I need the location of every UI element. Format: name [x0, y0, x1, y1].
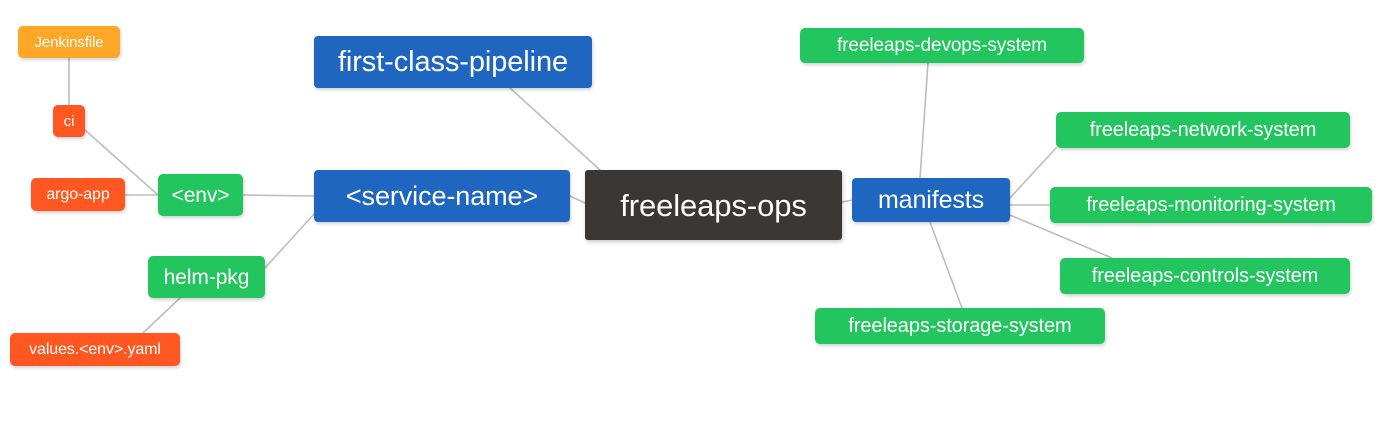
mindmap-node-env[interactable]: <env>	[158, 174, 243, 216]
mindmap-node-first-class-pipeline[interactable]: first-class-pipeline	[314, 36, 592, 88]
mindmap-node-service-name[interactable]: <service-name>	[314, 170, 570, 222]
edge-manifests-to-freeleaps-storage-system	[929, 221, 963, 309]
mindmap-node-freeleaps-monitoring-system[interactable]: freeleaps-monitoring-system	[1050, 187, 1372, 223]
edge-manifests-to-freeleaps-devops-system	[919, 62, 929, 179]
edge-service-name-to-helm-pkg	[264, 213, 315, 269]
edge-first-class-pipeline-to-freeleaps-ops	[509, 87, 601, 171]
mindmap-node-values-env-yaml[interactable]: values.<env>.yaml	[10, 333, 180, 366]
mindmap-node-ci[interactable]: ci	[53, 105, 85, 137]
edge-env-to-service-name	[242, 194, 315, 197]
edge-helm-pkg-to-values-env-yaml	[142, 297, 181, 334]
mindmap-node-manifests[interactable]: manifests	[852, 178, 1010, 222]
mindmap-node-freeleaps-ops[interactable]: freeleaps-ops	[585, 170, 842, 240]
edge-freeleaps-ops-to-manifests	[841, 199, 853, 203]
mindmap-node-freeleaps-network-system[interactable]: freeleaps-network-system	[1056, 112, 1350, 148]
mindmap-node-freeleaps-devops-system[interactable]: freeleaps-devops-system	[800, 28, 1084, 63]
mindmap-node-freeleaps-controls-system[interactable]: freeleaps-controls-system	[1060, 258, 1350, 294]
edge-service-name-to-freeleaps-ops	[569, 195, 586, 204]
mindmap-node-helm-pkg[interactable]: helm-pkg	[148, 256, 265, 298]
mindmap-node-argo-app[interactable]: argo-app	[31, 178, 125, 211]
mindmap-node-jenkinsfile[interactable]: Jenkinsfile	[18, 26, 120, 58]
mindmap-node-freeleaps-storage-system[interactable]: freeleaps-storage-system	[815, 308, 1105, 344]
